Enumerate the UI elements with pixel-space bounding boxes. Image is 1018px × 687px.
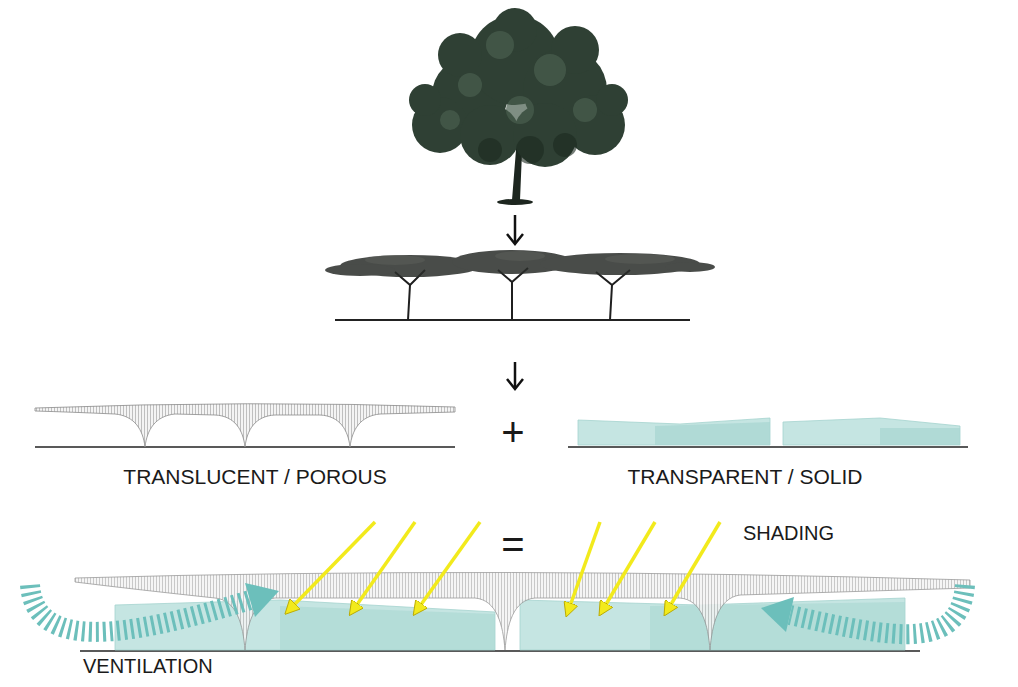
strategy-label: SHADING bbox=[743, 522, 834, 544]
glass-volume bbox=[568, 418, 968, 447]
airflow-arrow bbox=[30, 583, 965, 634]
sun-ray-arrow bbox=[293, 522, 720, 606]
down-arrow bbox=[507, 215, 523, 244]
tree-icon bbox=[409, 8, 628, 205]
canopy-surface bbox=[35, 404, 455, 447]
tree-row-icon bbox=[325, 250, 715, 320]
combined-building bbox=[75, 572, 970, 651]
material-label: TRANSLUCENT / POROUS bbox=[123, 465, 386, 488]
strategy-label: VENTILATION bbox=[83, 655, 213, 677]
down-arrow bbox=[507, 362, 523, 389]
plus-sign: + bbox=[501, 410, 524, 454]
equals-sign: = bbox=[501, 522, 524, 566]
material-label: TRANSPARENT / SOLID bbox=[628, 465, 863, 488]
